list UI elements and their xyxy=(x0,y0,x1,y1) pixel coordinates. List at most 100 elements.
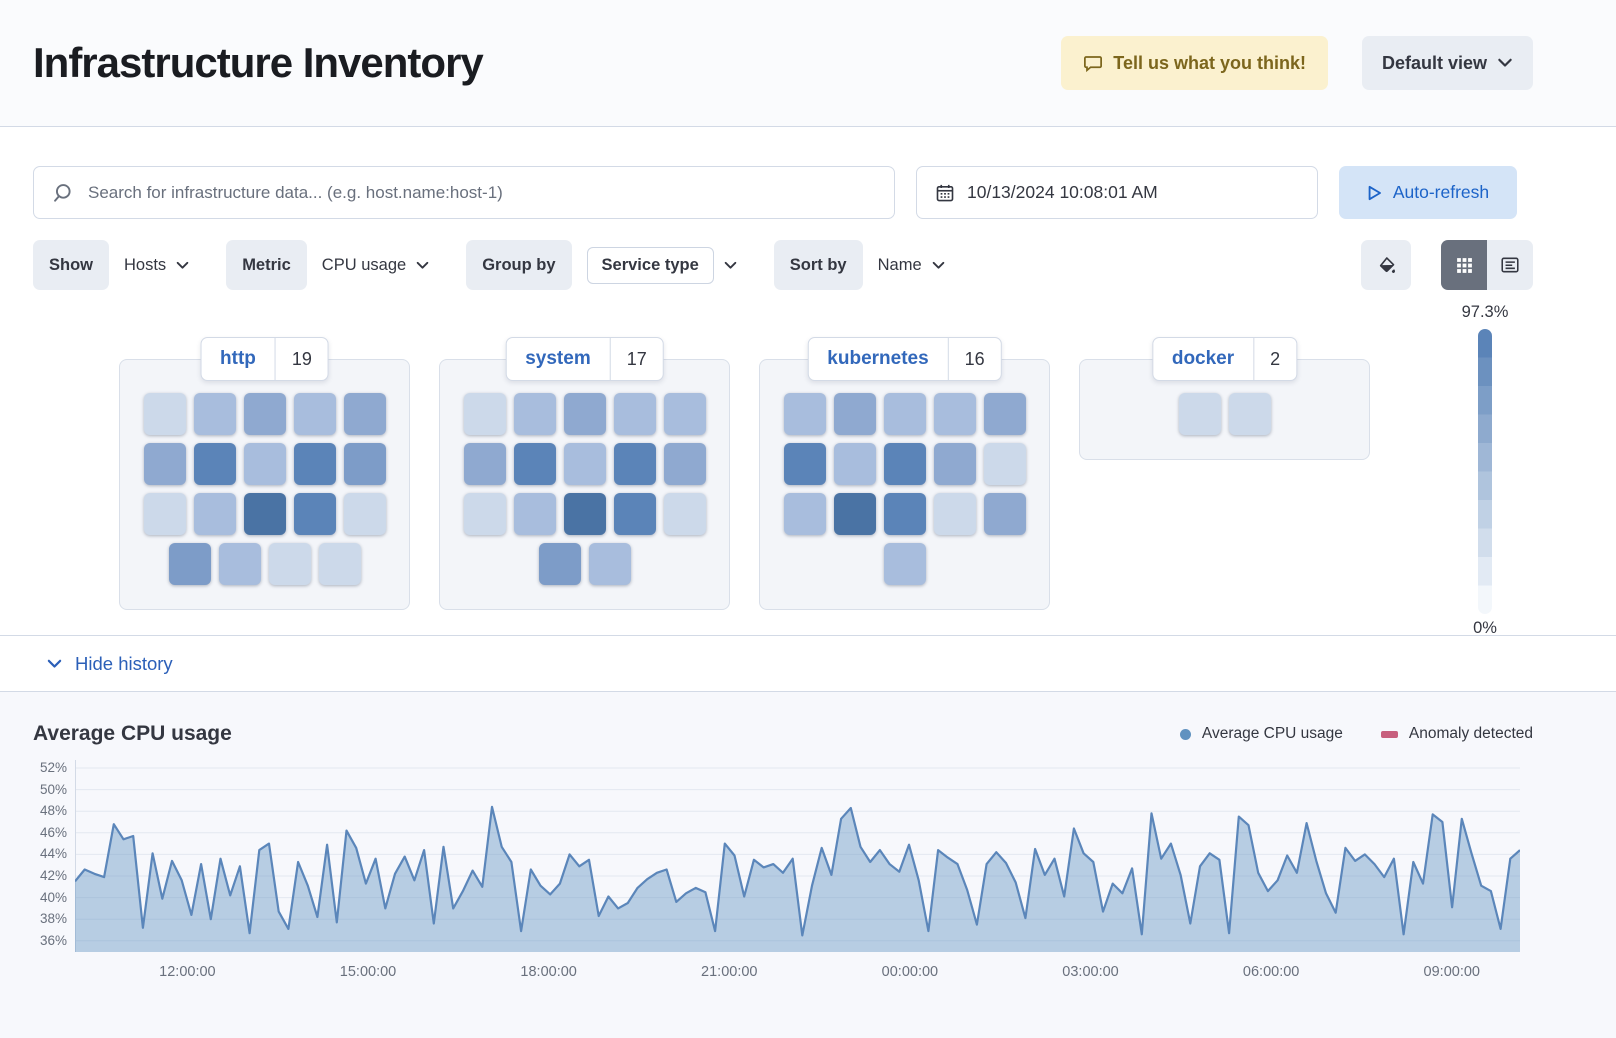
host-square[interactable] xyxy=(833,443,876,485)
metric-filter[interactable]: Metric CPU usage xyxy=(226,240,444,290)
history-toggle-row: Hide history xyxy=(0,635,1616,692)
view-mode-toggle xyxy=(1441,240,1533,290)
host-square[interactable] xyxy=(563,393,606,435)
map-view-button[interactable] xyxy=(1441,240,1487,290)
host-square[interactable] xyxy=(613,493,656,535)
host-square[interactable] xyxy=(193,443,236,485)
host-square[interactable] xyxy=(1178,393,1221,435)
host-square[interactable] xyxy=(833,393,876,435)
host-square[interactable] xyxy=(783,393,826,435)
host-square[interactable] xyxy=(663,393,706,435)
host-square[interactable] xyxy=(243,493,286,535)
chevron-down-icon xyxy=(176,261,189,269)
host-square[interactable] xyxy=(343,443,386,485)
badge-divider xyxy=(609,338,611,380)
sort-by-filter[interactable]: Sort by Name xyxy=(773,240,960,290)
y-axis-tick: 44% xyxy=(39,846,67,862)
host-square[interactable] xyxy=(463,493,506,535)
host-row xyxy=(143,493,386,535)
host-square[interactable] xyxy=(243,393,286,435)
host-square[interactable] xyxy=(268,543,311,585)
host-square[interactable] xyxy=(883,543,926,585)
host-square[interactable] xyxy=(463,443,506,485)
cpu-usage-area-chart xyxy=(75,760,1520,952)
auto-refresh-button[interactable]: Auto-refresh xyxy=(1339,166,1517,219)
host-square[interactable] xyxy=(193,493,236,535)
host-square[interactable] xyxy=(933,443,976,485)
y-axis-tick: 46% xyxy=(39,824,67,840)
host-square[interactable] xyxy=(343,393,386,435)
group-name[interactable]: system xyxy=(525,348,591,369)
color-palette-button[interactable] xyxy=(1361,240,1411,290)
host-square[interactable] xyxy=(933,493,976,535)
host-square[interactable] xyxy=(663,443,706,485)
feedback-button[interactable]: Tell us what you think! xyxy=(1061,36,1328,90)
host-square[interactable] xyxy=(168,543,211,585)
page-header: Infrastructure Inventory Tell us what yo… xyxy=(0,0,1616,127)
badge-divider xyxy=(274,338,276,380)
host-square[interactable] xyxy=(343,493,386,535)
grid-view-icon xyxy=(1456,257,1472,273)
host-square[interactable] xyxy=(883,393,926,435)
host-square[interactable] xyxy=(513,443,556,485)
date-picker-button[interactable]: 10/13/2024 10:08:01 AM xyxy=(916,166,1318,219)
host-square[interactable] xyxy=(193,393,236,435)
host-square[interactable] xyxy=(588,543,631,585)
host-square[interactable] xyxy=(883,493,926,535)
host-square[interactable] xyxy=(293,393,336,435)
host-square[interactable] xyxy=(613,393,656,435)
host-square[interactable] xyxy=(563,493,606,535)
x-axis-tick: 15:00:00 xyxy=(339,964,397,980)
legend-item: Anomaly detected xyxy=(1380,725,1533,743)
group-name[interactable]: http xyxy=(220,348,256,369)
host-square[interactable] xyxy=(513,393,556,435)
group-name[interactable]: kubernetes xyxy=(827,348,929,369)
host-square[interactable] xyxy=(143,493,186,535)
host-square[interactable] xyxy=(983,493,1026,535)
hide-history-toggle[interactable]: Hide history xyxy=(47,653,173,675)
host-square[interactable] xyxy=(463,393,506,435)
search-box[interactable] xyxy=(33,166,895,219)
table-view-button[interactable] xyxy=(1487,240,1533,290)
host-square[interactable] xyxy=(783,443,826,485)
host-square[interactable] xyxy=(563,443,606,485)
host-square[interactable] xyxy=(983,393,1026,435)
y-axis-tick: 42% xyxy=(39,868,67,883)
show-filter[interactable]: Show Hosts xyxy=(33,240,204,290)
search-input[interactable] xyxy=(88,182,876,203)
chevron-down-icon xyxy=(416,261,429,269)
group-name[interactable]: docker xyxy=(1171,348,1235,369)
host-square[interactable] xyxy=(783,493,826,535)
x-axis-tick: 06:00:00 xyxy=(1242,964,1300,980)
legend-rect-marker xyxy=(1380,730,1398,738)
host-square[interactable] xyxy=(663,493,706,535)
x-axis-tick: 21:00:00 xyxy=(701,964,758,980)
x-axis-tick: 12:00:00 xyxy=(159,964,216,980)
saved-view-selector[interactable]: Default view xyxy=(1361,36,1533,90)
host-square[interactable] xyxy=(243,443,286,485)
host-square[interactable] xyxy=(833,493,876,535)
host-square[interactable] xyxy=(293,443,336,485)
host-square[interactable] xyxy=(613,443,656,485)
host-square[interactable] xyxy=(143,393,186,435)
host-square[interactable] xyxy=(538,543,581,585)
y-axis-tick: 40% xyxy=(39,889,67,905)
group-by-filter-value[interactable]: Service type xyxy=(586,246,714,284)
host-square[interactable] xyxy=(933,393,976,435)
host-square[interactable] xyxy=(218,543,261,585)
host-square[interactable] xyxy=(143,443,186,485)
host-square[interactable] xyxy=(983,443,1026,485)
host-square[interactable] xyxy=(1228,393,1271,435)
host-square[interactable] xyxy=(513,493,556,535)
group-by-filter[interactable]: Group by Service type xyxy=(466,240,752,290)
y-axis-tick: 36% xyxy=(39,932,67,948)
host-square[interactable] xyxy=(318,543,361,585)
cpu-line xyxy=(75,805,1520,937)
group-by-filter-label: Group by xyxy=(466,240,572,290)
host-square[interactable] xyxy=(883,443,926,485)
host-square[interactable] xyxy=(293,493,336,535)
